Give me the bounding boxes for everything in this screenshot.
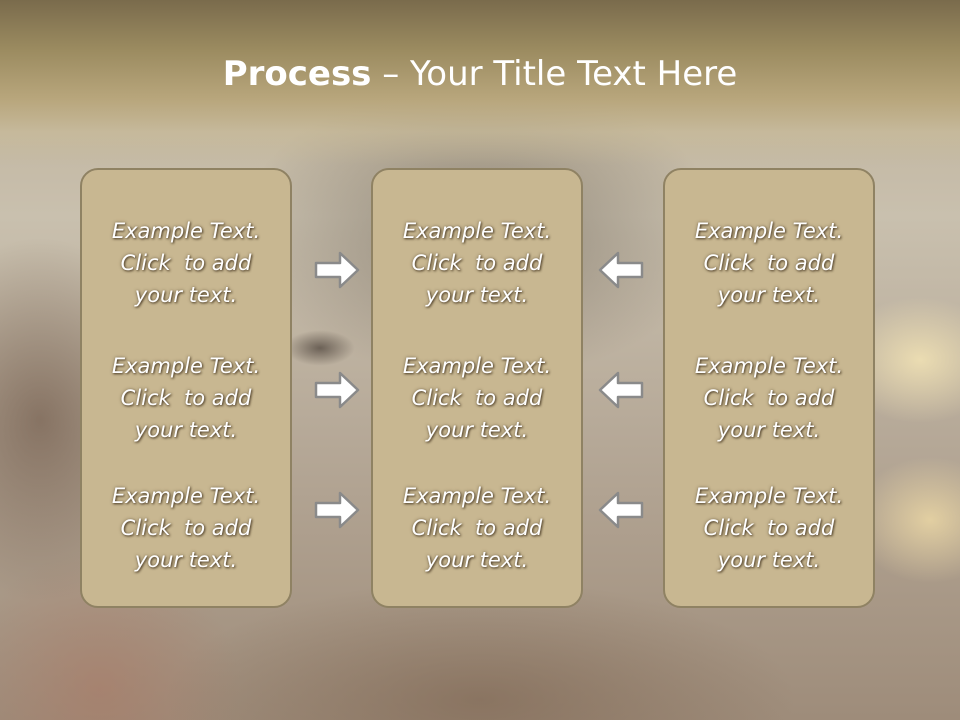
text-line: Click to add <box>411 251 543 275</box>
center-text-box[interactable]: Example Text. Click to add your text. Ex… <box>371 168 583 608</box>
text-line: Click to add <box>120 251 252 275</box>
right-arrow-icon <box>314 491 360 529</box>
right-arrow-icon <box>314 251 360 289</box>
text-line: Example Text. <box>694 354 844 378</box>
title-rest-text: – Your Title Text Here <box>371 54 738 94</box>
background-photo-detail <box>285 330 355 366</box>
text-line: Click to add <box>703 251 835 275</box>
text-line: Click to add <box>411 386 543 410</box>
text-line: your text. <box>425 283 529 307</box>
text-line: your text. <box>717 548 821 572</box>
text-block[interactable]: Example Text. Click to add your text. <box>373 215 581 311</box>
text-line: Example Text. <box>694 484 844 508</box>
left-arrow-icon <box>598 491 644 529</box>
text-block[interactable]: Example Text. Click to add your text. <box>82 350 290 446</box>
text-line: Click to add <box>411 516 543 540</box>
text-line: your text. <box>134 283 238 307</box>
text-line: Click to add <box>703 516 835 540</box>
right-arrow-icon <box>314 371 360 409</box>
text-line: Example Text. <box>402 354 552 378</box>
text-block[interactable]: Example Text. Click to add your text. <box>373 350 581 446</box>
text-line: your text. <box>425 418 529 442</box>
text-block[interactable]: Example Text. Click to add your text. <box>82 215 290 311</box>
right-text-box[interactable]: Example Text. Click to add your text. Ex… <box>663 168 875 608</box>
text-block[interactable]: Example Text. Click to add your text. <box>665 480 873 576</box>
text-line: your text. <box>134 548 238 572</box>
text-line: Click to add <box>703 386 835 410</box>
text-line: your text. <box>717 283 821 307</box>
text-line: your text. <box>425 548 529 572</box>
text-line: Example Text. <box>694 219 844 243</box>
text-block[interactable]: Example Text. Click to add your text. <box>373 480 581 576</box>
text-line: Example Text. <box>402 484 552 508</box>
text-line: Example Text. <box>111 219 261 243</box>
left-text-box[interactable]: Example Text. Click to add your text. Ex… <box>80 168 292 608</box>
text-line: Example Text. <box>402 219 552 243</box>
left-arrow-icon <box>598 371 644 409</box>
text-line: Click to add <box>120 386 252 410</box>
text-block[interactable]: Example Text. Click to add your text. <box>82 480 290 576</box>
text-block[interactable]: Example Text. Click to add your text. <box>665 350 873 446</box>
text-line: your text. <box>717 418 821 442</box>
text-line: Example Text. <box>111 484 261 508</box>
slide-title[interactable]: Process – Your Title Text Here <box>0 52 960 96</box>
text-block[interactable]: Example Text. Click to add your text. <box>665 215 873 311</box>
text-line: Click to add <box>120 516 252 540</box>
left-arrow-icon <box>598 251 644 289</box>
title-bold-text: Process <box>222 54 372 94</box>
text-line: your text. <box>134 418 238 442</box>
text-line: Example Text. <box>111 354 261 378</box>
title-bar <box>0 0 960 165</box>
